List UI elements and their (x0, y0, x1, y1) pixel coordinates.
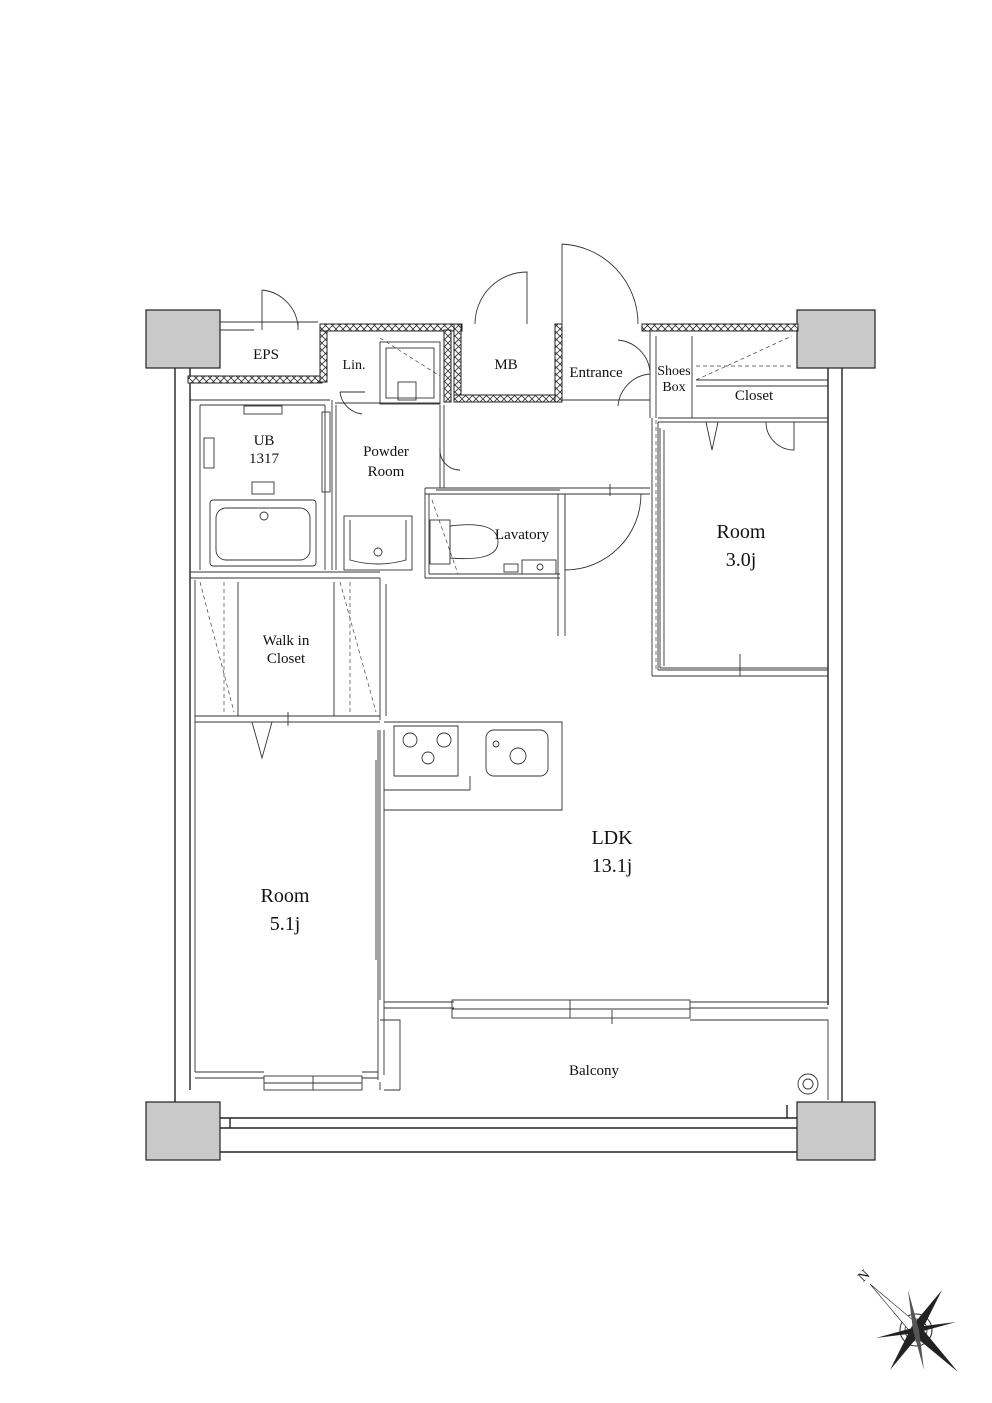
label-closet: Closet (735, 388, 774, 404)
toilet-icon (429, 519, 557, 575)
exterior-walls (174, 368, 843, 1153)
hatched-walls (187, 323, 799, 403)
label-lavatory: Lavatory (495, 527, 550, 543)
label-room-small-line1: Room (717, 521, 766, 543)
bathtub-icon (203, 405, 331, 567)
windows (240, 428, 828, 1091)
label-shoes-box-line1: Shoes (657, 364, 690, 379)
interior-walls (190, 321, 829, 1100)
label-ub-line1: UB (254, 433, 275, 449)
label-ub-line2: 1317 (249, 451, 280, 467)
label-room-large-line1: Room (261, 885, 310, 907)
label-eps: EPS (253, 347, 279, 363)
column-top-right (796, 309, 876, 369)
fixtures (203, 341, 819, 1095)
doors (251, 243, 795, 760)
label-entrance: Entrance (569, 365, 623, 381)
compass-north-label: N (855, 1267, 873, 1285)
label-ldk-line2: 13.1j (592, 855, 633, 877)
structural-columns (145, 309, 876, 1161)
label-mb: MB (494, 357, 517, 373)
label-balcony: Balcony (569, 1063, 619, 1079)
label-linen: Lin. (343, 358, 366, 373)
label-walk-in-closet-line1: Walk in (263, 633, 310, 649)
kitchen-counter-icon (384, 721, 563, 811)
label-room-large-line2: 5.1j (270, 913, 301, 935)
room-labels: EPS Lin. MB Entrance Shoes Box Closet UB… (249, 347, 774, 1079)
column-top-left (145, 309, 221, 369)
compass-rose-icon: N (855, 1267, 958, 1372)
closet-diagonals (199, 335, 793, 713)
sink-icon (343, 515, 413, 571)
column-bottom-right (796, 1101, 876, 1161)
label-powder-room-line2: Room (368, 464, 405, 480)
label-shoes-box-line2: Box (662, 380, 685, 395)
label-walk-in-closet-line2: Closet (267, 651, 306, 667)
label-ldk-line1: LDK (591, 827, 633, 849)
label-room-small-line2: 3.0j (726, 549, 757, 571)
drain-icon (797, 1073, 819, 1095)
washing-machine-icon (379, 341, 441, 405)
column-bottom-left (145, 1101, 221, 1161)
label-powder-room-line1: Powder (363, 444, 409, 460)
